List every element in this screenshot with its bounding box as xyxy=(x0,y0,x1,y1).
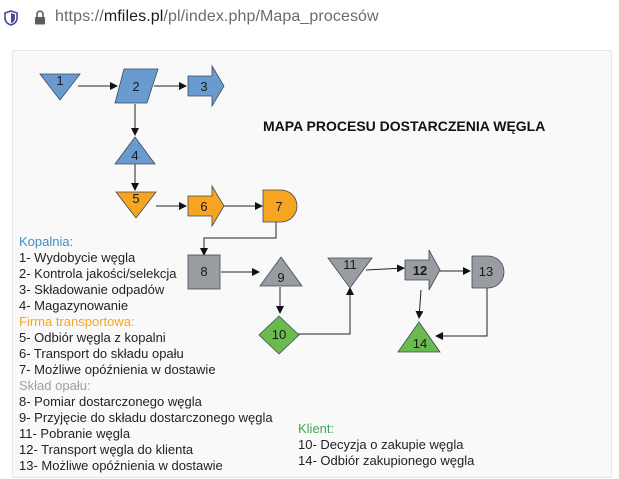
node-7-label: 7 xyxy=(275,199,282,214)
url-path: /pl/index.php/Mapa_procesów xyxy=(163,8,379,25)
legend-warehouse-header: Skład opału: xyxy=(19,378,91,393)
node-11-shape xyxy=(327,257,373,289)
node-5-label: 5 xyxy=(132,191,139,206)
node-7-shape xyxy=(262,189,298,223)
node-9-shape xyxy=(259,256,303,287)
node-3-label: 3 xyxy=(200,79,207,94)
node-6-label: 6 xyxy=(200,199,207,214)
node-13-shape xyxy=(471,255,505,289)
edge-10-11 xyxy=(298,287,354,335)
legend-item: 9- Przyjęcie do składu dostarczonego węg… xyxy=(19,410,273,425)
node-3-shape xyxy=(187,64,225,108)
edge-11-12 xyxy=(365,264,405,273)
legend-item: 11- Pobranie węgla xyxy=(19,426,131,441)
legend-item: 2- Kontrola jakości/selekcja xyxy=(19,266,177,281)
legend-item: 12- Transport węgla do klienta xyxy=(19,442,194,457)
legend-item: 8- Pomiar dostarczonego węgla xyxy=(19,394,202,409)
node-11-label: 11 xyxy=(343,257,357,272)
node-10-shape xyxy=(258,315,300,355)
node-1-label: 1 xyxy=(56,73,63,88)
node-6-shape xyxy=(187,184,225,228)
legend-item: 6- Transport do składu opału xyxy=(19,346,184,361)
legend-client: Klient: 10- Decyzja o zakupie węgla 14- … xyxy=(298,421,474,469)
legend-item: 13- Możliwe opóźnienia w dostawie xyxy=(19,458,223,473)
node-14-label: 14 xyxy=(413,336,427,351)
legend-item: 4- Magazynowanie xyxy=(19,298,129,313)
node-12-shape xyxy=(404,249,441,291)
legend-transport-header: Firma transportowa: xyxy=(19,314,135,329)
address-bar[interactable]: https://mfiles.pl/pl/index.php/Mapa_proc… xyxy=(0,0,619,36)
legend-item: 5- Odbiór węgla z kopalni xyxy=(19,330,166,345)
node-2-shape xyxy=(114,68,159,104)
node-10-label: 10 xyxy=(272,327,286,342)
node-14-shape xyxy=(397,321,441,353)
node-12-label: 12 xyxy=(413,263,427,278)
legend-item: 10- Decyzja o zakupie węgla xyxy=(298,437,464,452)
node-8-shape xyxy=(187,254,221,290)
node-2-label: 2 xyxy=(132,79,139,94)
legend-item: 1- Wydobycie węgla xyxy=(19,250,136,265)
url-domain: mfiles.pl xyxy=(103,8,164,25)
legend-client-header: Klient: xyxy=(298,421,335,436)
url-text[interactable]: https://mfiles.pl/pl/index.php/Mapa_proc… xyxy=(55,8,379,26)
node-4-shape xyxy=(114,136,156,165)
legend-left: Kopalnia: 1- Wydobycie węgla 2- Kontrola… xyxy=(19,234,273,474)
node-9-label: 9 xyxy=(277,270,284,285)
node-13-label: 13 xyxy=(479,264,493,279)
node-1-shape xyxy=(39,73,81,101)
lock-icon[interactable] xyxy=(34,10,46,25)
node-5-shape xyxy=(115,191,157,219)
node-4-label: 4 xyxy=(131,148,138,163)
shield-icon[interactable] xyxy=(4,10,18,26)
legend-item: 7- Możliwe opóźnienia w dostawie xyxy=(19,362,216,377)
node-8-label: 8 xyxy=(200,264,207,279)
edge-12-14 xyxy=(415,289,424,319)
process-map-image xyxy=(12,50,612,478)
diagram-title: MAPA PROCESU DOSTARCZENIA WĘGLA xyxy=(263,118,545,134)
edge-13-14 xyxy=(435,286,488,340)
url-prefix: https:// xyxy=(55,8,104,25)
legend-mine-header: Kopalnia: xyxy=(19,234,74,249)
legend-item: 3- Składowanie odpadów xyxy=(19,282,165,297)
legend-item: 14- Odbiór zakupionego węgla xyxy=(298,453,475,468)
edge-7-8 xyxy=(200,222,277,256)
